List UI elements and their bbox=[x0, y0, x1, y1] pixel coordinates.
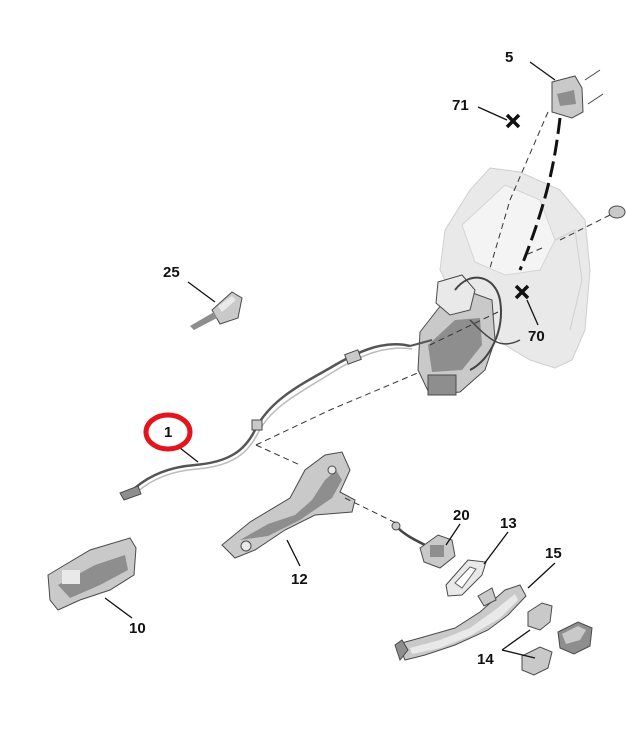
outer-handle-part-15 bbox=[394, 584, 527, 662]
callout-70: 70 bbox=[528, 328, 545, 345]
caps-part-14 bbox=[521, 602, 593, 676]
callout-71: 71 bbox=[452, 97, 469, 114]
key-part-25 bbox=[190, 291, 243, 330]
callout-13: 13 bbox=[500, 515, 517, 532]
assembly-guide-lines bbox=[255, 111, 549, 525]
lock-cylinder-part-20 bbox=[391, 521, 456, 569]
cable-assembly-part-1 bbox=[119, 339, 433, 501]
callout-14: 14 bbox=[477, 651, 494, 668]
door-lock-mechanism bbox=[417, 274, 521, 396]
striker-part-5 bbox=[551, 69, 604, 119]
gasket-part-13 bbox=[445, 559, 487, 597]
marker-x-71 bbox=[505, 113, 521, 129]
callout-25: 25 bbox=[163, 264, 180, 281]
handle-bracket-part-12 bbox=[221, 451, 356, 559]
callout-12: 12 bbox=[291, 571, 308, 588]
callout-10: 10 bbox=[129, 620, 146, 637]
marker-x-70 bbox=[514, 284, 530, 300]
callout-1: 1 bbox=[164, 424, 172, 441]
screw-part bbox=[527, 205, 626, 255]
highlight-circle bbox=[143, 412, 193, 452]
leader-lines bbox=[104, 61, 556, 659]
callout-5: 5 bbox=[505, 49, 513, 66]
callout-20: 20 bbox=[453, 507, 470, 524]
inner-handle-part-10 bbox=[47, 537, 137, 611]
inner-rod-cable bbox=[518, 117, 562, 271]
callout-15: 15 bbox=[545, 545, 562, 562]
